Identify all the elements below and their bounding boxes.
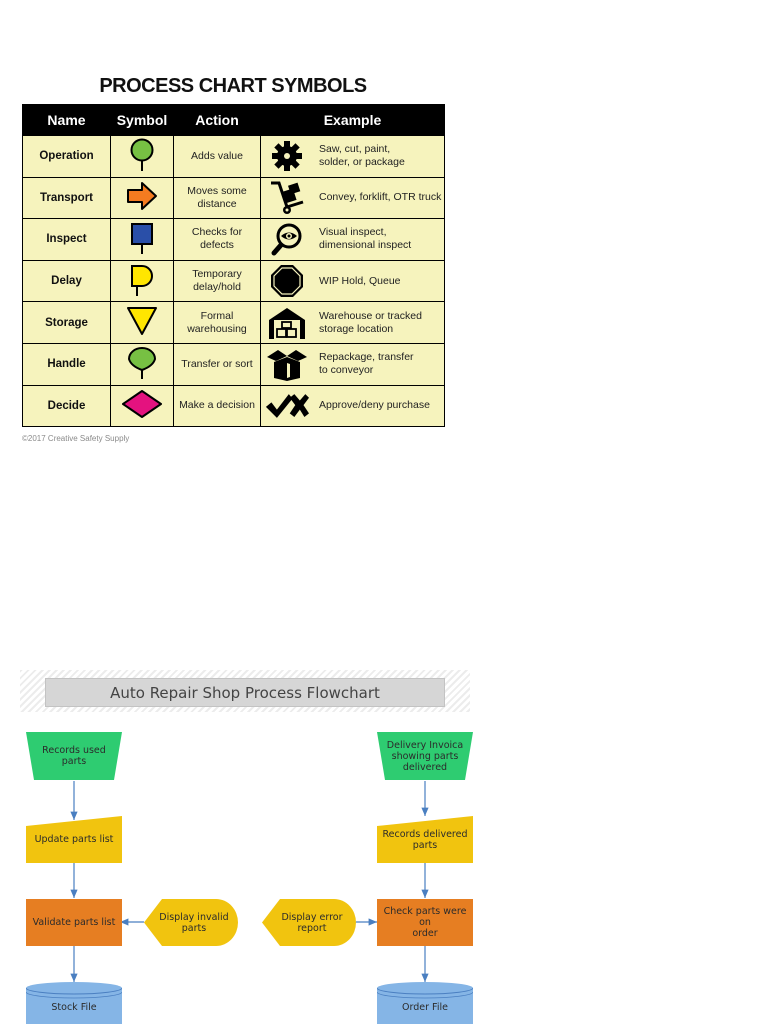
stop-sign-icon bbox=[271, 265, 303, 298]
row-name: Inspect bbox=[22, 218, 111, 261]
manual-operation-shape bbox=[26, 816, 122, 863]
row-action: Formal warehousing bbox=[173, 301, 261, 344]
header-name: Name bbox=[22, 104, 111, 136]
row-example: Repackage, transfer to conveyor bbox=[319, 351, 414, 377]
records-used-parts-node[interactable]: Records used parts bbox=[26, 732, 122, 780]
row-name: Handle bbox=[22, 342, 111, 386]
open-box-icon bbox=[267, 350, 307, 382]
display-shape bbox=[262, 899, 356, 946]
symbol-row-storage: Storage Formal warehousing bbox=[22, 301, 445, 344]
symbol-row-decide: Decide Make a decision bbox=[22, 384, 445, 428]
update-parts-list-node[interactable]: Update parts list bbox=[26, 816, 122, 863]
row-name: Decide bbox=[22, 384, 111, 428]
process-shape bbox=[377, 899, 473, 946]
check-x-icon bbox=[265, 393, 309, 418]
magnifier-eye-icon bbox=[271, 223, 302, 256]
row-action: Temporary delay/hold bbox=[173, 259, 261, 303]
records-delivered-parts-node[interactable]: Records delivered parts bbox=[377, 816, 473, 863]
green-teardrop-icon bbox=[127, 346, 157, 379]
row-example: Visual inspect, dimensional inspect bbox=[319, 226, 412, 252]
row-action: Checks for defects bbox=[173, 218, 261, 261]
delivery-invoice-node[interactable]: Delivery Invoica showing parts delivered bbox=[377, 732, 473, 780]
flowchart: Auto Repair Shop Process Flowchart Recor… bbox=[20, 670, 473, 1024]
display-shape bbox=[144, 899, 238, 946]
display-invalid-parts-node[interactable]: Display invalid parts bbox=[144, 899, 238, 946]
row-example: Saw, cut, paint, solder, or package bbox=[319, 143, 405, 169]
row-name: Transport bbox=[22, 176, 111, 220]
row-example: Warehouse or tracked storage location bbox=[319, 309, 422, 335]
database-shape bbox=[26, 982, 122, 1024]
row-name: Delay bbox=[22, 259, 111, 303]
manual-input-shape bbox=[26, 732, 122, 780]
blue-square-icon bbox=[131, 222, 153, 254]
symbol-row-operation: Operation Adds value bbox=[22, 135, 445, 178]
process-shape bbox=[26, 899, 122, 946]
pink-diamond-icon bbox=[122, 390, 162, 419]
row-name: Operation bbox=[22, 135, 111, 178]
row-example: Approve/deny purchase bbox=[319, 399, 430, 412]
symbol-row-transport: Transport Moves some distance bbox=[22, 176, 445, 220]
orange-arrow-icon bbox=[127, 182, 157, 211]
row-action: Adds value bbox=[173, 135, 261, 178]
row-action: Transfer or sort bbox=[173, 342, 261, 386]
symbol-row-handle: Handle Transfer or sort bbox=[22, 342, 445, 386]
symbol-row-delay: Delay Temporary delay/hold bbox=[22, 259, 445, 303]
copyright-notice: ©2017 Creative Safety Supply bbox=[22, 434, 130, 443]
gear-icon bbox=[272, 141, 302, 172]
header-action: Action bbox=[173, 104, 261, 136]
warehouse-icon bbox=[269, 307, 305, 339]
flowchart-connectors bbox=[70, 781, 429, 982]
process-chart-symbols: PROCESS CHART SYMBOLS Name Symbol Action… bbox=[22, 70, 445, 428]
flowchart-header: Auto Repair Shop Process Flowchart bbox=[20, 670, 470, 712]
validate-parts-list-node[interactable]: Validate parts list bbox=[26, 899, 122, 946]
row-example: Convey, forklift, OTR truck bbox=[319, 191, 442, 204]
row-name: Storage bbox=[22, 301, 111, 344]
row-example: WIP Hold, Queue bbox=[319, 274, 401, 287]
header-symbol: Symbol bbox=[110, 104, 174, 136]
row-action: Make a decision bbox=[173, 384, 261, 428]
flowchart-title: Auto Repair Shop Process Flowchart bbox=[45, 678, 445, 707]
hand-truck-icon bbox=[271, 181, 304, 214]
display-error-report-node[interactable]: Display error report bbox=[262, 899, 356, 946]
check-parts-on-order-node[interactable]: Check parts were on order bbox=[377, 899, 473, 946]
manual-input-shape bbox=[377, 732, 473, 780]
row-action: Moves some distance bbox=[173, 176, 261, 220]
symbols-title: PROCESS CHART SYMBOLS bbox=[99, 75, 367, 97]
header-example: Example bbox=[260, 104, 445, 136]
symbol-row-inspect: Inspect Checks for defects bbox=[22, 218, 445, 261]
order-file-node[interactable]: Order File bbox=[377, 982, 473, 1024]
stock-file-node[interactable]: Stock File bbox=[26, 982, 122, 1024]
green-circle-icon bbox=[130, 138, 154, 171]
yellow-triangle-icon bbox=[127, 307, 157, 336]
yellow-d-shape-icon bbox=[131, 264, 153, 296]
database-shape bbox=[377, 982, 473, 1024]
symbols-header-row: Name Symbol Action Example bbox=[22, 104, 445, 136]
symbols-table: Name Symbol Action Example Operation Add… bbox=[22, 104, 445, 428]
manual-operation-shape bbox=[377, 816, 473, 863]
